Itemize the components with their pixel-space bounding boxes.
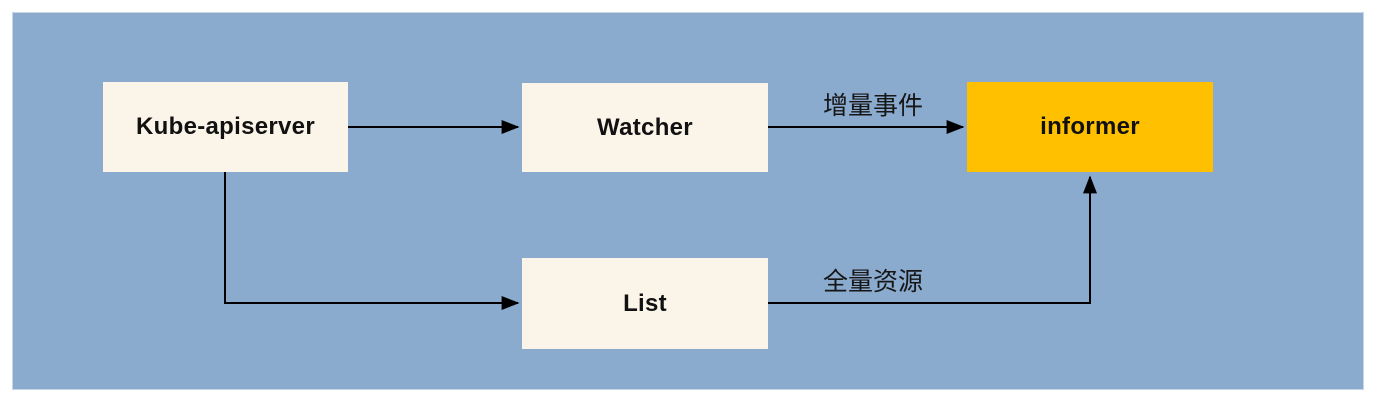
node-watcher-label: Watcher <box>597 113 693 141</box>
node-list: List <box>522 258 768 349</box>
edge-label-full-resources: 全量资源 <box>822 268 923 296</box>
node-kube-apiserver-label: Kube-apiserver <box>136 113 315 140</box>
node-informer: informer <box>967 82 1213 172</box>
node-list-label: List <box>623 289 667 317</box>
node-watcher: Watcher <box>522 83 768 172</box>
node-informer-label: informer <box>1040 113 1140 140</box>
node-kube-apiserver: Kube-apiserver <box>103 82 348 172</box>
edge-label-incremental-events: 增量事件 <box>822 92 923 120</box>
